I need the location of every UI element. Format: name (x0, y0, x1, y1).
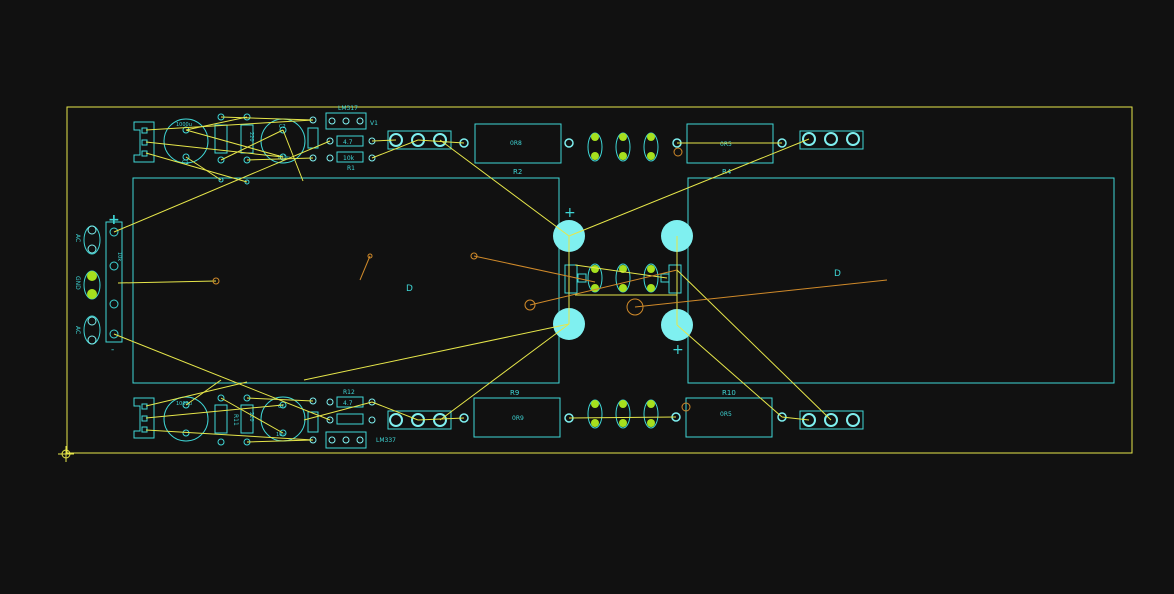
origin-marker-icon (58, 446, 74, 462)
label-0r5-bottom: 0R5 (720, 411, 732, 418)
regulator-bottom-pads-extra[interactable] (309, 397, 376, 444)
regulator-lm317-pads[interactable] (328, 117, 364, 125)
label-0r8: 0R8 (510, 140, 522, 147)
label-lm317: LM317 (338, 105, 358, 112)
diode-bottom (307, 411, 319, 433)
resistor-r2-body (474, 123, 562, 164)
ratsnest-lines-secondary (212, 147, 888, 412)
input-connector-values: 10k (116, 252, 122, 261)
regulator-lm317-body[interactable] (325, 112, 367, 130)
label-gnd: GND (74, 276, 81, 290)
label-plus-mid-bottom: + (672, 342, 684, 358)
bridge-part-left (564, 264, 578, 294)
ratsnest-lines (113, 116, 832, 443)
connector-bottom-left[interactable] (133, 397, 155, 439)
film-cap-pads-bottom[interactable] (587, 399, 659, 429)
gnd-terminal[interactable] (83, 270, 101, 300)
label-val-1000u-a: 1000u (176, 122, 192, 128)
input-connector (105, 221, 123, 343)
label-lm337: LM337 (376, 437, 396, 444)
label-ac-bottom: AC (74, 326, 81, 334)
label-0r5-top: 0R5 (720, 141, 732, 148)
label-r9: R9 (510, 389, 519, 397)
resistor-47-top (336, 135, 364, 147)
regulator-lm337-body[interactable] (325, 431, 367, 449)
heatsink-outline-left (132, 177, 560, 384)
label-d-right: D (834, 269, 841, 279)
connector-top-left[interactable] (133, 121, 155, 163)
label-val-10k-top: 10k (343, 155, 355, 162)
ac-terminal-top[interactable] (83, 225, 101, 255)
label-r10: R10 (722, 389, 736, 397)
large-pads-mounting[interactable] (553, 220, 693, 341)
diode-top (307, 127, 319, 149)
label-r2: R2 (513, 168, 522, 176)
label-c1: C1 (182, 160, 189, 166)
label-c2: C2 (279, 124, 286, 130)
ac-terminal-bottom[interactable] (83, 315, 101, 345)
label-val-47-bottom: 4.7 (343, 400, 353, 407)
label-val-10u: 10u (276, 432, 286, 438)
board-outline (66, 106, 1133, 454)
terminal-block-top-right[interactable] (799, 130, 864, 150)
label-ac-top: AC (74, 234, 81, 242)
label-r11: R11 (232, 414, 239, 426)
label-0r9: 0R9 (512, 415, 524, 422)
resistor-r9-body (473, 397, 561, 438)
resistor-r10-body (685, 397, 773, 438)
resistor-10k-top (336, 151, 364, 163)
label-plus-mid: + (564, 205, 576, 221)
resistor-end-pads[interactable] (459, 138, 787, 423)
terminal-block-bottom-left[interactable] (387, 410, 452, 430)
resistor-bottom-2 (336, 413, 364, 425)
label-plus-left: + (108, 212, 120, 228)
film-cap-pads-top[interactable] (587, 132, 659, 162)
label-minus-left: - (111, 345, 114, 355)
bridge-center-box (577, 273, 587, 283)
capacitor-c1[interactable] (163, 118, 209, 164)
resistor-47-bottom (336, 396, 364, 408)
label-val-1000u-b: 1000u (176, 401, 192, 407)
input-connector-pads[interactable] (109, 227, 119, 339)
label-r12: R12 (343, 389, 355, 396)
bridge-center-box-2 (660, 273, 670, 283)
terminal-block-bottom-right[interactable] (799, 410, 864, 430)
label-r1-top: R1 (347, 165, 355, 172)
label-val-47-top: 4.7 (343, 139, 353, 146)
label-val-220-bottom: 220 (248, 412, 254, 422)
bridge-part-right (668, 264, 682, 294)
label-val-100u: 100u (277, 155, 290, 161)
label-d-left: D (406, 284, 413, 294)
regulator-lm337-pads[interactable] (328, 436, 364, 444)
svg-text:10k: 10k (116, 252, 122, 261)
heatsink-outline-right (687, 177, 1115, 384)
label-val-220-top: 220 (248, 132, 254, 142)
label-c6: C6 (278, 404, 285, 410)
label-v1: V1 (370, 120, 378, 127)
